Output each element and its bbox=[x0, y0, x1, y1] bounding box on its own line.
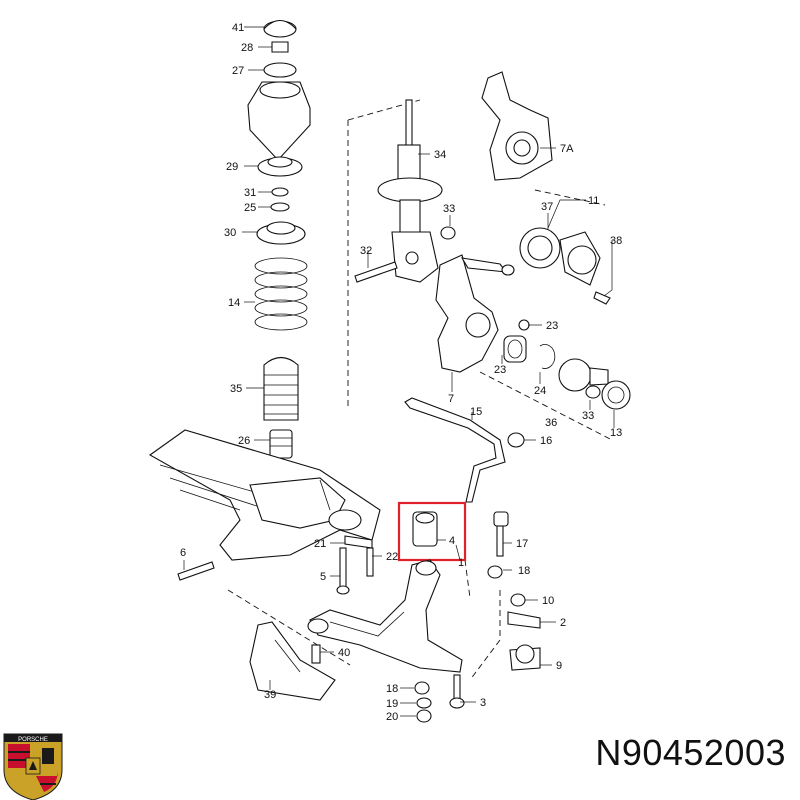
lower-hub-parts bbox=[503, 335, 631, 410]
callout-7a: 7A bbox=[560, 143, 574, 155]
callout-33-upper: 33 bbox=[443, 203, 455, 215]
callout-19: 19 bbox=[386, 698, 398, 710]
part-16-bush bbox=[507, 432, 525, 448]
callout-11: 11 bbox=[588, 195, 599, 207]
callout-23-right: 23 bbox=[546, 320, 558, 332]
callout-labels: 41 28 27 29 31 25 30 14 35 26 34 7A 11 3… bbox=[180, 22, 622, 723]
callout-39: 39 bbox=[264, 689, 276, 701]
callout-35: 35 bbox=[230, 383, 242, 395]
callout-4: 4 bbox=[449, 535, 455, 547]
callout-2: 2 bbox=[560, 617, 566, 629]
part-5-bolt bbox=[336, 547, 350, 595]
callout-3: 3 bbox=[480, 697, 486, 709]
part-7a-hub-carrier bbox=[481, 71, 553, 181]
callout-1: 1 bbox=[458, 557, 464, 569]
part-2-plate bbox=[507, 611, 541, 629]
callout-33-lower: 33 bbox=[582, 410, 594, 422]
part-24-circlip bbox=[539, 344, 556, 369]
part-34-shock-absorber bbox=[377, 99, 443, 283]
callout-14: 14 bbox=[228, 297, 240, 309]
part-number-label: N90452003 bbox=[595, 732, 786, 773]
callout-22: 22 bbox=[386, 551, 398, 563]
callout-9: 9 bbox=[556, 660, 562, 672]
part-3-bolt bbox=[449, 674, 465, 709]
part-32-bolt bbox=[354, 261, 398, 283]
callout-6: 6 bbox=[180, 547, 186, 559]
strut-mount-stack bbox=[247, 19, 311, 459]
part-33-nut bbox=[440, 226, 456, 240]
part-36-hub bbox=[558, 358, 592, 392]
part-22-bolt bbox=[366, 547, 374, 577]
strut-mount-bracket bbox=[247, 81, 311, 161]
callout-17: 17 bbox=[516, 538, 528, 550]
leader-lines bbox=[183, 26, 615, 717]
part-26-bump-stop bbox=[269, 429, 293, 459]
callout-26: 26 bbox=[238, 435, 250, 447]
part-18-nut-lower bbox=[414, 681, 430, 695]
callout-34: 34 bbox=[434, 149, 446, 161]
callout-21: 21 bbox=[314, 538, 326, 550]
part-20-nut bbox=[416, 709, 432, 723]
callout-24: 24 bbox=[534, 385, 546, 397]
callout-18-right: 18 bbox=[518, 565, 530, 577]
part-39-cover bbox=[249, 621, 336, 701]
part-6-bolt bbox=[177, 561, 215, 581]
callout-10: 10 bbox=[542, 595, 554, 607]
callout-36: 36 bbox=[545, 417, 557, 429]
callout-25: 25 bbox=[244, 202, 256, 214]
callout-16: 16 bbox=[540, 435, 552, 447]
callout-20: 20 bbox=[386, 711, 398, 723]
part-18-nut-upper bbox=[487, 565, 503, 579]
highlight-box bbox=[397, 501, 467, 562]
part-13-abs-ring bbox=[601, 380, 631, 410]
part-23-bolt bbox=[518, 319, 530, 331]
tie-rod bbox=[460, 257, 508, 273]
callout-27: 27 bbox=[232, 65, 244, 77]
callout-29: 29 bbox=[226, 161, 238, 173]
callout-40: 40 bbox=[338, 647, 350, 659]
callout-18-bottom: 18 bbox=[386, 683, 398, 695]
callout-38: 38 bbox=[610, 235, 622, 247]
callout-23-lower: 23 bbox=[494, 364, 506, 376]
part-15-stabilizer-bar bbox=[404, 397, 525, 503]
part-38-bolt bbox=[593, 291, 611, 305]
logo-wordmark: PORSCHE bbox=[18, 737, 48, 743]
part-35-bump-boot bbox=[263, 356, 299, 421]
part-28-nut bbox=[271, 41, 289, 53]
callout-15: 15 bbox=[470, 406, 482, 418]
part-11-hub-assembly bbox=[519, 227, 611, 305]
callout-30: 30 bbox=[224, 227, 236, 239]
callout-28: 28 bbox=[241, 42, 253, 54]
part-1-control-arm bbox=[307, 559, 463, 673]
part-14-coil-spring bbox=[254, 257, 308, 331]
part-9-ball-joint bbox=[509, 644, 541, 671]
porsche-crest-logo: PORSCHE bbox=[3, 733, 63, 800]
part-17-link bbox=[493, 511, 509, 557]
part-23-bearing bbox=[503, 335, 527, 363]
callout-7: 7 bbox=[448, 393, 454, 405]
callout-41: 41 bbox=[232, 22, 244, 34]
part-31-washer bbox=[271, 187, 289, 197]
part-19-washer bbox=[416, 697, 432, 709]
callout-32: 32 bbox=[360, 245, 372, 257]
callout-13: 13 bbox=[610, 427, 622, 439]
part-25-washer bbox=[270, 202, 290, 212]
steering-knuckle bbox=[435, 254, 530, 373]
part-33-nut-lower bbox=[585, 385, 601, 399]
part-10-nut bbox=[510, 593, 526, 607]
part-27-bearing bbox=[263, 62, 297, 78]
part-4-bush bbox=[412, 511, 438, 547]
callout-37: 37 bbox=[541, 201, 553, 213]
callout-5: 5 bbox=[320, 571, 326, 583]
callout-31: 31 bbox=[244, 187, 256, 199]
part-40-clip bbox=[311, 644, 321, 664]
subframe bbox=[148, 429, 381, 561]
